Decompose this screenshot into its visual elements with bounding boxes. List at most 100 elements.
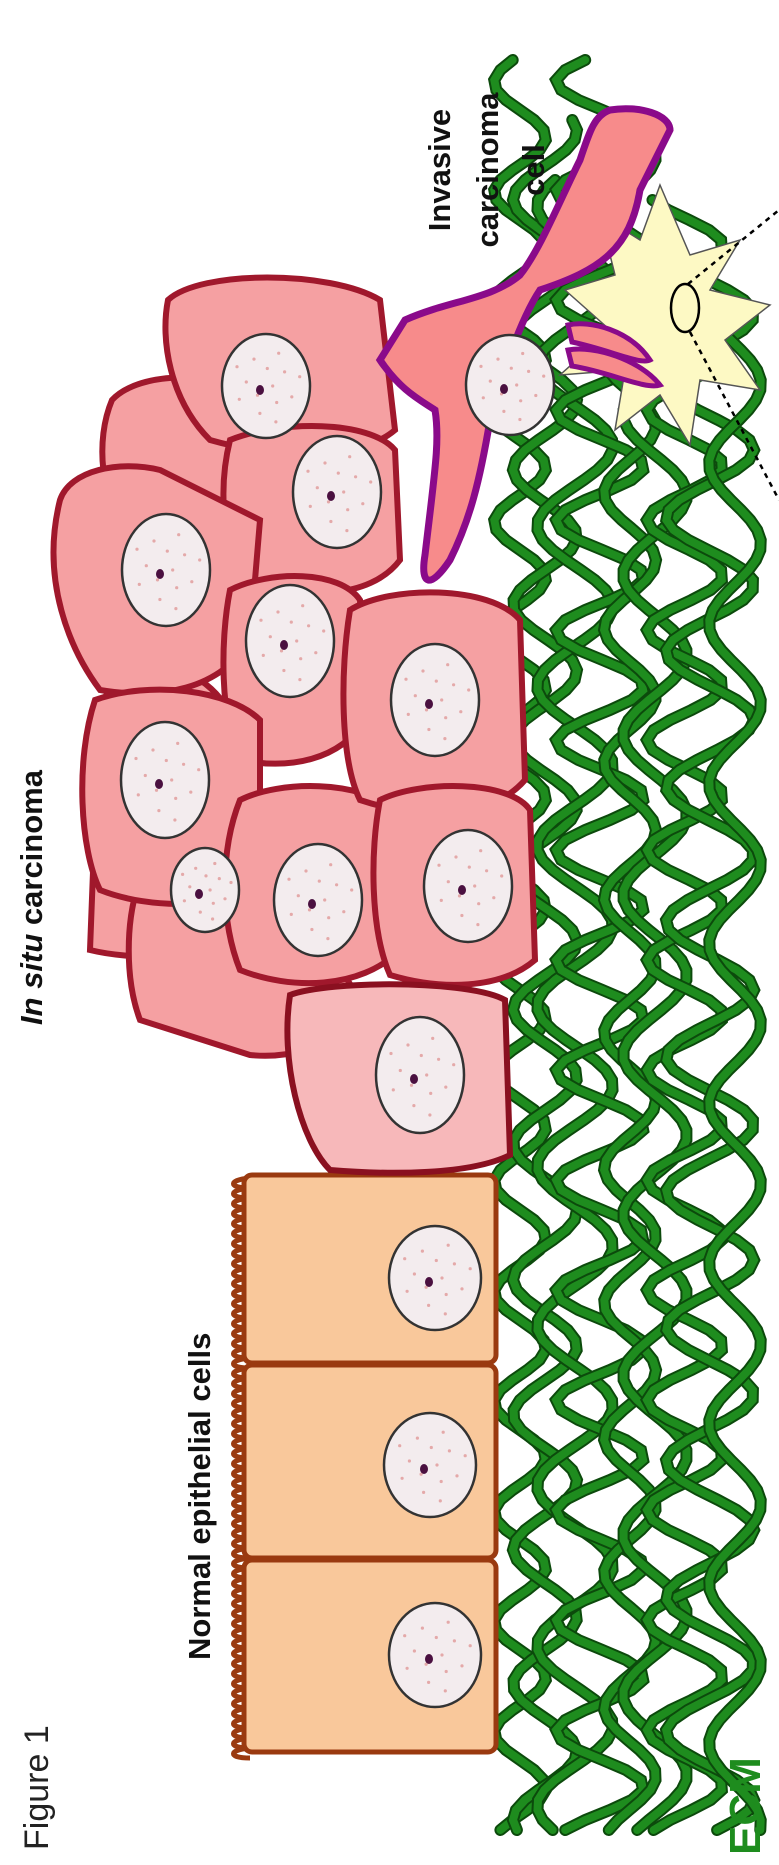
chromatin-speck <box>194 867 197 870</box>
chromatin-speck <box>437 1058 440 1061</box>
normal-cells-label-text: Normal epithelial cells <box>182 1333 217 1660</box>
chromatin-speck <box>464 1454 467 1457</box>
chromatin-speck <box>308 908 311 911</box>
chromatin-speck <box>174 797 177 800</box>
chromatin-speck <box>259 619 262 622</box>
chromatin-speck <box>181 873 184 876</box>
chromatin-speck <box>204 874 207 877</box>
chromatin-speck <box>218 877 221 880</box>
chromatin-speck <box>310 928 313 931</box>
chromatin-speck <box>158 598 161 601</box>
chromatin-speck <box>271 384 274 387</box>
chromatin-speck <box>314 651 317 654</box>
figure-caption: Figure 1 <box>18 1725 56 1850</box>
chromatin-speck <box>440 1276 443 1279</box>
chromatin-speck <box>276 610 279 613</box>
chromatin-speck <box>413 1649 416 1652</box>
chromatin-speck <box>469 1644 472 1647</box>
chromatin-speck <box>428 1113 431 1116</box>
chromatin-speck <box>444 1689 447 1692</box>
chromatin-speck <box>431 1037 434 1040</box>
chromatin-speck <box>290 621 293 624</box>
chromatin-speck <box>297 894 300 897</box>
chromatin-speck <box>406 1290 409 1293</box>
in-situ-carcinoma-label: In situ carcinoma <box>14 769 49 1025</box>
chromatin-speck <box>460 914 463 917</box>
chromatin-speck <box>403 1257 406 1260</box>
chromatin-speck <box>369 480 372 483</box>
chromatin-speck <box>290 395 293 398</box>
chromatin-speck <box>435 1259 438 1262</box>
chromatin-speck <box>410 1084 413 1087</box>
chromatin-speck <box>323 898 326 901</box>
chromatin-speck <box>469 1267 472 1270</box>
nucleus <box>466 335 554 435</box>
chromatin-speck <box>155 789 158 792</box>
chromatin-speck <box>427 1304 430 1307</box>
chromatin-speck <box>392 1088 395 1091</box>
chromatin-speck <box>182 763 185 766</box>
chromatin-speck <box>275 401 278 404</box>
chromatin-speck <box>452 1063 455 1066</box>
chromatin-speck <box>212 902 215 905</box>
chromatin-speck <box>329 863 332 866</box>
chromatin-speck <box>421 1627 424 1630</box>
chromatin-speck <box>527 370 530 373</box>
chromatin-speck <box>430 1446 433 1449</box>
nucleus <box>389 1603 481 1707</box>
chromatin-speck <box>467 688 470 691</box>
nucleolus <box>155 779 163 789</box>
chromatin-speck <box>156 578 159 581</box>
chromatin-speck <box>282 669 285 672</box>
normal-cells-label: Normal epithelial cells <box>182 1333 217 1660</box>
chromatin-speck <box>407 713 410 716</box>
chromatin-speck <box>427 1681 430 1684</box>
chromatin-speck <box>361 502 364 505</box>
chromatin-speck <box>165 759 168 762</box>
chromatin-speck <box>252 358 255 361</box>
chromatin-speck <box>277 352 280 355</box>
chromatin-speck <box>445 1670 448 1673</box>
chromatin-speck <box>304 869 307 872</box>
nucleus <box>246 585 334 697</box>
chromatin-speck <box>183 899 186 902</box>
chromatin-speck <box>421 669 424 672</box>
chromatin-speck <box>389 1052 392 1055</box>
chromatin-speck <box>500 874 503 877</box>
nucleus <box>222 334 310 438</box>
chromatin-speck <box>316 486 319 489</box>
chromatin-speck <box>468 866 471 869</box>
chromatin-speck <box>138 583 141 586</box>
chromatin-speck <box>223 897 226 900</box>
chromatin-speck <box>401 1477 404 1480</box>
chromatin-speck <box>542 375 545 378</box>
nucleus <box>274 844 362 956</box>
nucleolus <box>156 569 164 579</box>
chromatin-speck <box>174 607 177 610</box>
nucleus <box>424 830 512 942</box>
chromatin-speck <box>460 1664 463 1667</box>
chromatin-speck <box>521 352 524 355</box>
chromatin-speck <box>476 923 479 926</box>
chromatin-speck <box>229 881 232 884</box>
chromatin-speck <box>403 1634 406 1637</box>
chromatin-speck <box>176 742 179 745</box>
chromatin-speck <box>534 394 537 397</box>
chromatin-speck <box>322 629 325 632</box>
nucleolus <box>425 1654 433 1664</box>
chromatin-speck <box>144 774 147 777</box>
chromatin-speck <box>262 654 265 657</box>
chromatin-speck <box>345 529 348 532</box>
chromatin-speck <box>515 383 518 386</box>
chromatin-speck <box>183 553 186 556</box>
chromatin-speck <box>348 455 351 458</box>
chromatin-speck <box>309 505 312 508</box>
in-situ-rest-text: carcinoma <box>14 769 49 933</box>
nucleus <box>121 722 209 838</box>
chromatin-speck <box>425 1073 428 1076</box>
chromatin-speck <box>307 624 310 627</box>
chromatin-speck <box>406 1043 409 1046</box>
chromatin-speck <box>350 888 353 891</box>
chromatin-speck <box>444 1086 447 1089</box>
